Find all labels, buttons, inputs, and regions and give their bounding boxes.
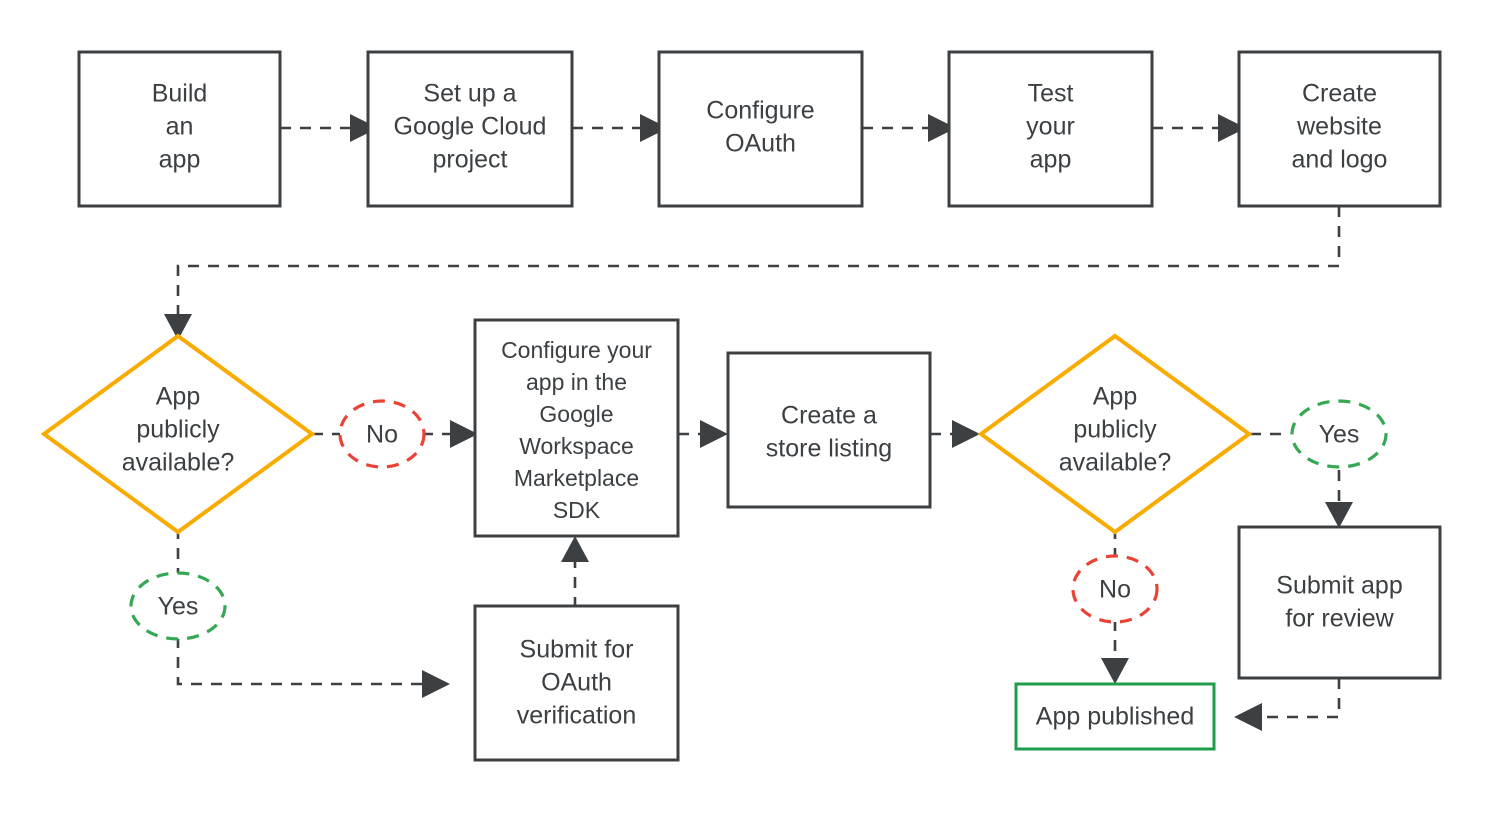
node-test-your-app[interactable]: Test your app — [947, 50, 1154, 208]
edge-label-right-no: No — [1071, 554, 1159, 624]
edge-submitreview-to-apppublished — [1234, 678, 1341, 731]
node-label-line: Submit app — [1276, 572, 1402, 600]
arrowhead-icon — [422, 670, 450, 698]
arrowhead-icon — [700, 420, 728, 448]
edge-test-to-website — [1152, 114, 1246, 142]
arrowhead-icon — [1101, 658, 1129, 684]
node-create-website-and-logo[interactable]: Create website and logo — [1237, 50, 1442, 208]
node-label-line: Set up a — [423, 80, 516, 108]
edge-label-left-yes: Yes — [129, 571, 227, 641]
node-label-line: verification — [517, 702, 637, 730]
node-label-line: available? — [1059, 449, 1172, 477]
node-label-line: app in the — [526, 369, 627, 395]
node-label-line: SDK — [553, 497, 601, 523]
edge-setup-to-oauth — [572, 114, 668, 142]
arrowhead-icon — [561, 536, 589, 562]
node-build-an-app[interactable]: Build an app — [77, 50, 282, 208]
node-label-line: Configure — [706, 97, 814, 125]
edge-oauth-to-test — [862, 114, 956, 142]
node-label-line: store listing — [766, 435, 892, 463]
node-label-line: available? — [122, 449, 235, 477]
node-configure-app-in-marketplace-sdk[interactable]: Configure your app in the Google Workspa… — [473, 318, 680, 538]
node-label-line: an — [166, 113, 194, 141]
node-label-line: publicly — [136, 416, 220, 444]
node-label-line: Create — [1302, 80, 1377, 108]
node-create-a-store-listing[interactable]: Create a store listing — [726, 351, 932, 509]
arrowhead-icon — [1218, 114, 1246, 142]
node-label-line: App — [1093, 383, 1137, 411]
node-label-line: Configure your — [501, 337, 652, 363]
edge-decision-left-no — [312, 420, 478, 448]
node-set-up-google-cloud-project[interactable]: Set up a Google Cloud project — [366, 50, 574, 208]
node-label-line: Google Cloud — [394, 113, 547, 141]
node-submit-for-oauth-verification[interactable]: Submit for OAuth verification — [473, 604, 680, 762]
node-decision-app-publicly-available-left[interactable]: App publicly available? — [40, 333, 316, 535]
arrowhead-icon — [450, 420, 478, 448]
node-label-line: Marketplace — [514, 465, 639, 491]
node-label-line: Build — [152, 80, 208, 108]
node-label-line: Test — [1028, 80, 1074, 108]
edge-label-text: Yes — [158, 593, 199, 621]
edge-website-to-decision-left — [164, 206, 1341, 340]
node-configure-oauth[interactable]: Configure OAuth — [657, 50, 864, 208]
node-label-line: project — [432, 146, 507, 174]
arrowhead-icon — [164, 314, 192, 340]
edge-configuresdk-to-storelisting — [678, 420, 728, 448]
node-decision-app-publicly-available-right[interactable]: App publicly available? — [977, 333, 1253, 535]
node-label-line: and logo — [1292, 146, 1388, 174]
edge-label-right-yes: Yes — [1290, 399, 1388, 469]
arrowhead-icon — [952, 420, 980, 448]
arrowhead-icon — [928, 114, 956, 142]
node-label-line: Create a — [781, 402, 877, 430]
node-label-line: App published — [1036, 703, 1194, 731]
edge-label-text: No — [1099, 576, 1131, 604]
node-label-line: OAuth — [725, 130, 796, 158]
edge-oauthverify-to-configuresdk — [561, 536, 589, 608]
edge-build-to-setup — [280, 114, 378, 142]
node-label-line: Submit for — [520, 636, 634, 664]
node-label-line: Workspace — [519, 433, 634, 459]
node-label-line: Google — [539, 401, 613, 427]
edge-label-left-no: No — [338, 399, 426, 469]
node-label-line: publicly — [1073, 416, 1157, 444]
node-submit-app-for-review[interactable]: Submit app for review — [1237, 525, 1442, 680]
arrowhead-icon — [1325, 502, 1353, 528]
node-label-line: for review — [1285, 605, 1394, 633]
node-label-line: App — [156, 383, 200, 411]
node-label-line: your — [1026, 113, 1075, 141]
node-label-line: app — [1030, 146, 1072, 174]
node-app-published[interactable]: App published — [1014, 682, 1216, 751]
node-label-line: website — [1296, 113, 1382, 141]
node-label-line: OAuth — [541, 669, 612, 697]
edge-label-text: Yes — [1319, 421, 1360, 449]
arrowhead-icon — [350, 114, 378, 142]
node-label-line: app — [159, 146, 201, 174]
arrowhead-icon — [1234, 703, 1262, 731]
edge-decision-left-yes — [176, 528, 450, 698]
edge-label-text: No — [366, 421, 398, 449]
edge-decision-right-yes — [1250, 432, 1353, 528]
edge-storelisting-to-decision-right — [930, 420, 980, 448]
arrowhead-icon — [640, 114, 668, 142]
